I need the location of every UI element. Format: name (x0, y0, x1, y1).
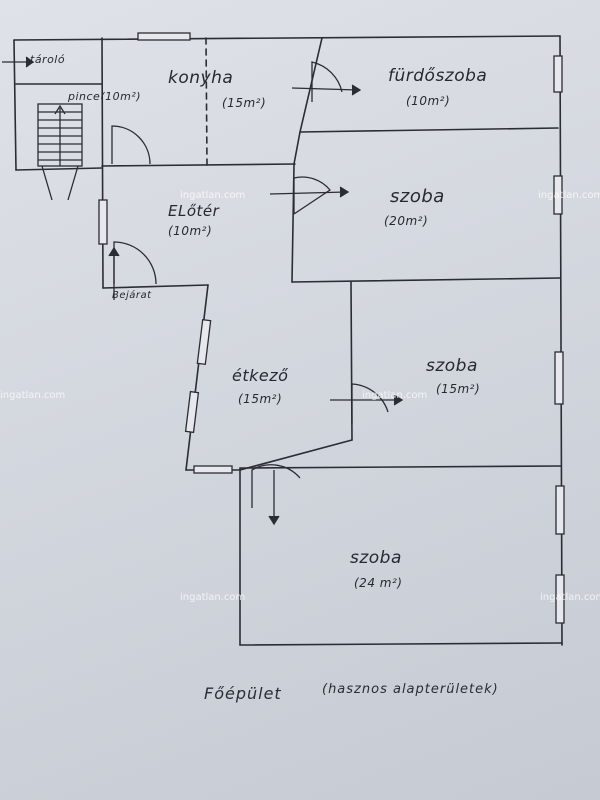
door-entrance (113, 241, 157, 285)
stairs (37, 103, 83, 201)
watermark-2: ingatlan.com (538, 190, 600, 201)
entrance-label: Bejárat (112, 290, 152, 301)
arrow-room20 (269, 191, 347, 195)
cellar-area: (10m²) (100, 90, 142, 103)
window-room24-right-upper (555, 485, 565, 535)
watermark-4: ingatlan.com (362, 390, 428, 401)
kitchen-dashed-divider (205, 37, 208, 166)
door-kitchen (111, 125, 151, 165)
wall-bath-bottom (299, 127, 559, 133)
arrow-bathroom (291, 87, 359, 91)
cellar-label: pince(10m²) (68, 90, 141, 103)
window-room24-right-lower (555, 574, 565, 624)
wall-storage-bottom (15, 167, 103, 171)
caption-title: Főépület (204, 684, 282, 703)
room24-label: szoba (350, 548, 402, 568)
dining-label: étkező (232, 366, 289, 385)
wall-hall-bottom (102, 284, 209, 289)
wall-cellar-kitchen (101, 37, 104, 289)
window-bath-right (553, 55, 563, 93)
window-dining-left-upper (196, 318, 212, 366)
wall-right (559, 35, 563, 646)
room20-label: szoba (390, 186, 445, 207)
caption-subtitle: (hasznos alapterületek) (322, 682, 499, 697)
door-room15 (351, 383, 389, 424)
wall-room15-bottom-right (239, 465, 562, 469)
window-dining-left-lower (184, 390, 200, 434)
watermark-6: ingatlan.com (540, 592, 600, 603)
wall-room24-bottom (239, 642, 563, 646)
wall-dining-left (185, 284, 209, 471)
room15-label: szoba (426, 356, 478, 376)
kitchen-area: (15m²) (222, 96, 267, 110)
room24-area: (24 m²) (354, 576, 403, 590)
dining-area: (15m²) (238, 392, 283, 406)
kitchen-label: konyha (168, 68, 234, 88)
hall-area: (10m²) (168, 224, 213, 238)
watermark-1: ingatlan.com (180, 190, 246, 201)
window-room15-right (554, 351, 564, 405)
hall-label: ELőtér (168, 202, 220, 220)
wall-kitchen-diagonal (293, 37, 323, 165)
storage-label: tároló (30, 53, 66, 66)
cellar-name: pince (68, 90, 101, 103)
window-dining-bottom (193, 465, 233, 474)
watermark-3: ingatlan.com (0, 390, 66, 401)
wall-kitchen-bottom (101, 163, 296, 167)
watermark-5: ingatlan.com (180, 592, 246, 603)
bathroom-area: (10m²) (406, 94, 451, 108)
door-room20 (293, 176, 331, 215)
window-kitchen-top (137, 32, 191, 41)
wall-room15-bottom (239, 439, 353, 471)
window-hall-left (98, 199, 108, 245)
bathroom-label: fürdőszoba (388, 66, 488, 86)
door-room24 (251, 464, 301, 508)
room15-area: (15m²) (436, 382, 481, 396)
wall-room20-bottom (291, 277, 561, 283)
wall-top (13, 35, 561, 41)
door-bathroom (311, 61, 343, 102)
room20-area: (20m²) (384, 214, 429, 228)
wall-left-storage (13, 39, 17, 171)
window-room20-right (553, 175, 563, 215)
